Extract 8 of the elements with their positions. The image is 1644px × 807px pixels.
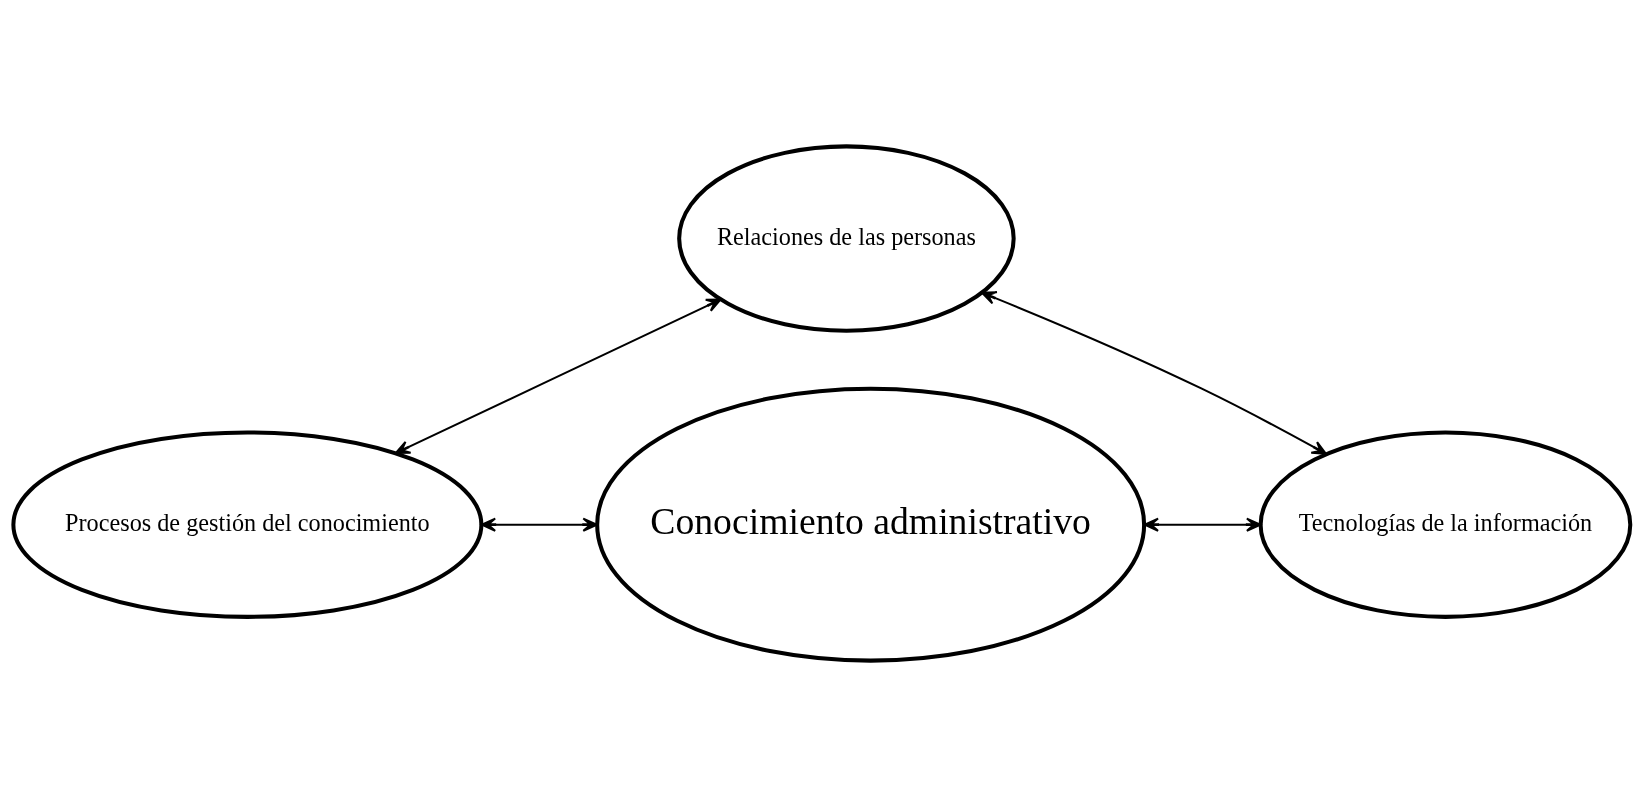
arrow	[1143, 517, 1262, 532]
arrow	[981, 291, 1327, 455]
node-ellipse: Conocimiento administrativo	[595, 386, 1147, 663]
arrow	[480, 517, 598, 532]
node-ellipse: Relaciones de las personas	[677, 144, 1016, 333]
node-ellipse: Tecnologías de la información	[1258, 430, 1633, 619]
arrow	[394, 298, 722, 455]
node-ellipse: Procesos de gestión del conocimiento	[11, 430, 484, 619]
